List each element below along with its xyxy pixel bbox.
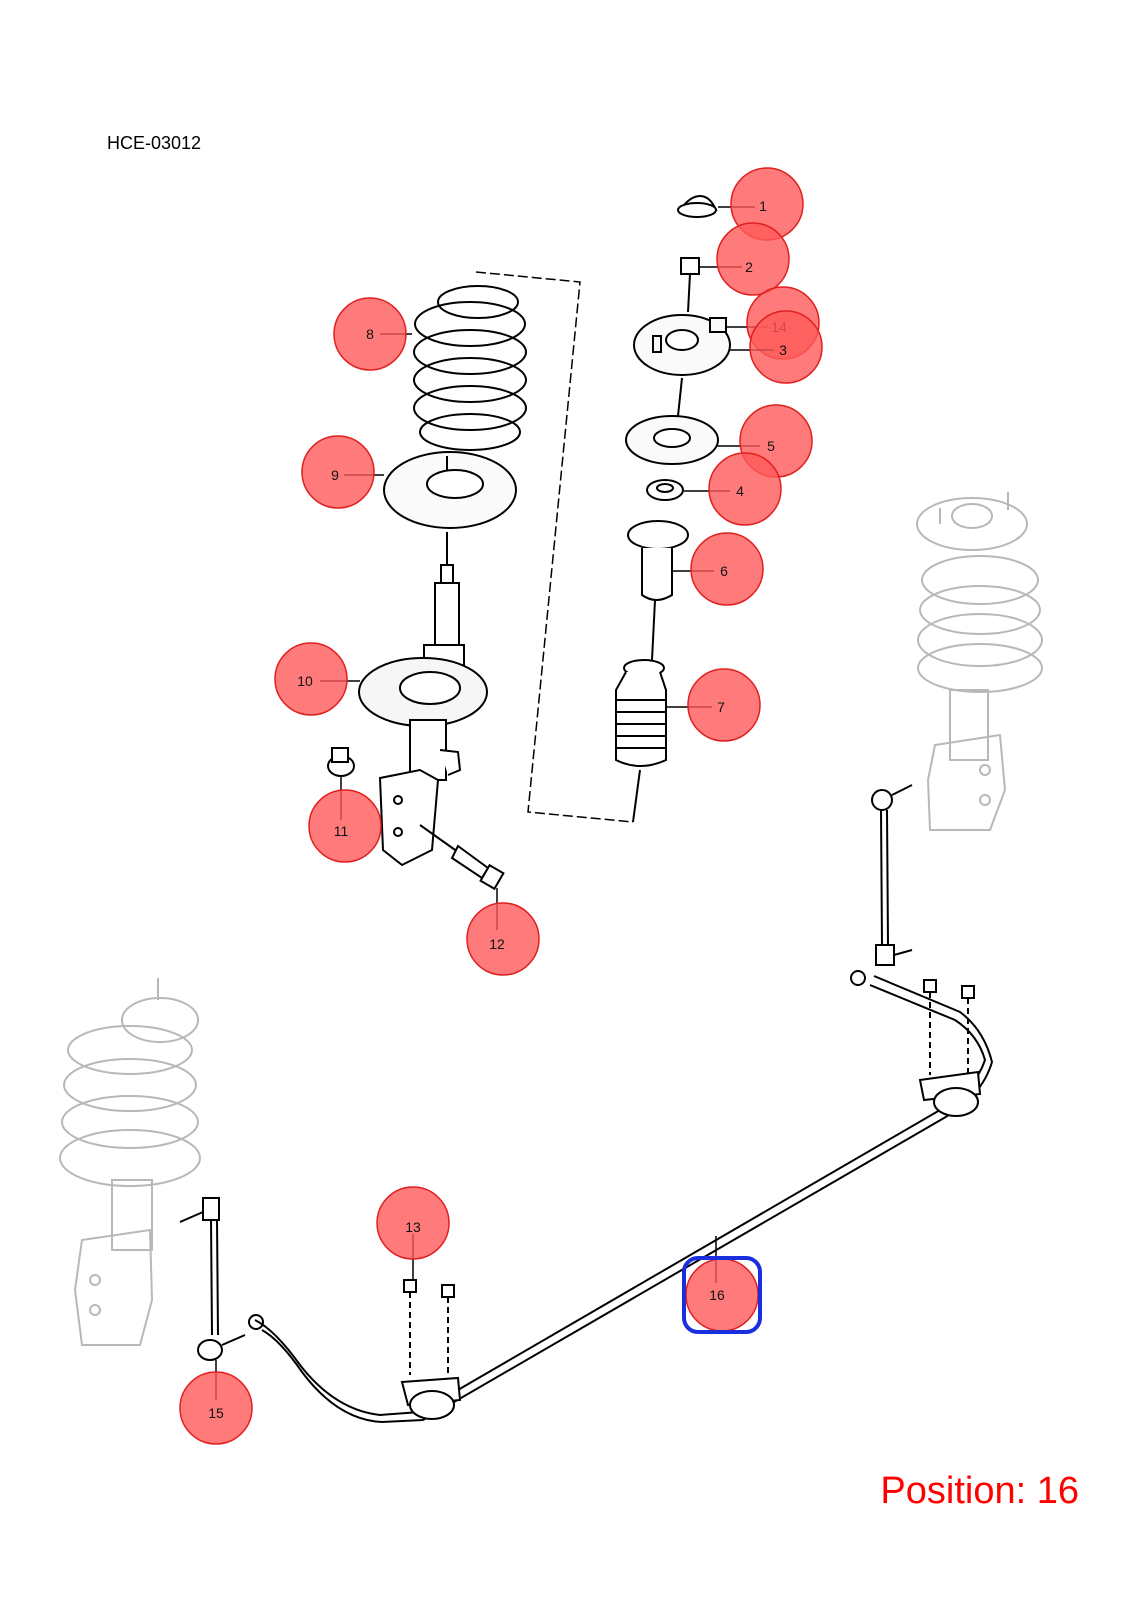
callout-label: 4 [736, 483, 744, 499]
strut-nut [327, 747, 355, 777]
callout-label: 3 [779, 342, 787, 358]
dust-boot [615, 659, 667, 823]
callout-12[interactable]: 12 [466, 888, 540, 976]
callout-label: 9 [331, 467, 339, 483]
spring-seat-upper-pad [383, 451, 517, 529]
callout-label: 10 [297, 673, 313, 689]
ghost-right-strut [916, 492, 1043, 831]
callout-4[interactable]: 4 [684, 452, 782, 526]
bearing-plate [625, 377, 719, 465]
top-cap [677, 194, 718, 218]
callout-label: 8 [366, 326, 374, 342]
callout-label: 13 [405, 1219, 421, 1235]
top-nut [680, 257, 700, 313]
callout-16[interactable]: 16 [682, 1236, 762, 1334]
ghost-left-strut [59, 978, 201, 1346]
callout-10[interactable]: 10 [274, 642, 360, 716]
bushing-bolts-right [923, 979, 975, 1075]
callout-label: 6 [720, 563, 728, 579]
strut-bolt [419, 824, 505, 891]
callout-label: 7 [717, 699, 725, 715]
callout-2[interactable]: 2 [700, 222, 790, 296]
callout-label: 15 [208, 1405, 224, 1421]
callout-label: 12 [489, 936, 505, 952]
callout-label: 11 [334, 823, 349, 839]
callout-7[interactable]: 7 [666, 668, 761, 742]
assembly-bracket [475, 271, 634, 823]
position-indicator: Position: 16 [880, 1470, 1079, 1512]
stabilizer-link-left [179, 1197, 246, 1361]
selection-highlight [682, 1256, 762, 1334]
callout-label: 5 [767, 438, 775, 454]
coil-spring [413, 285, 527, 451]
callout-3[interactable]: 3 [730, 310, 823, 384]
callout-11[interactable]: 11 [308, 776, 382, 863]
bump-stop [627, 520, 689, 661]
bump-ring [646, 479, 684, 501]
callout-8[interactable]: 8 [333, 297, 412, 371]
callout-13[interactable]: 13 [376, 1186, 450, 1280]
diagram-code: HCE-03012 [107, 133, 202, 153]
callout-6[interactable]: 6 [672, 532, 764, 606]
callout-9[interactable]: 9 [301, 435, 384, 509]
shock-absorber [358, 532, 488, 867]
callout-label: 1 [759, 198, 767, 214]
stabilizer-bushing-left [400, 1376, 462, 1420]
callout-label: 2 [745, 259, 753, 275]
strut-mount [633, 314, 731, 376]
bushing-bolts-left [403, 1279, 455, 1375]
callout-15[interactable]: 15 [179, 1360, 253, 1445]
callout-label: 16 [709, 1287, 725, 1303]
stabilizer-bushing-right [918, 1070, 982, 1117]
stabilizer-bar [248, 970, 994, 1424]
stabilizer-link-right [871, 784, 913, 966]
